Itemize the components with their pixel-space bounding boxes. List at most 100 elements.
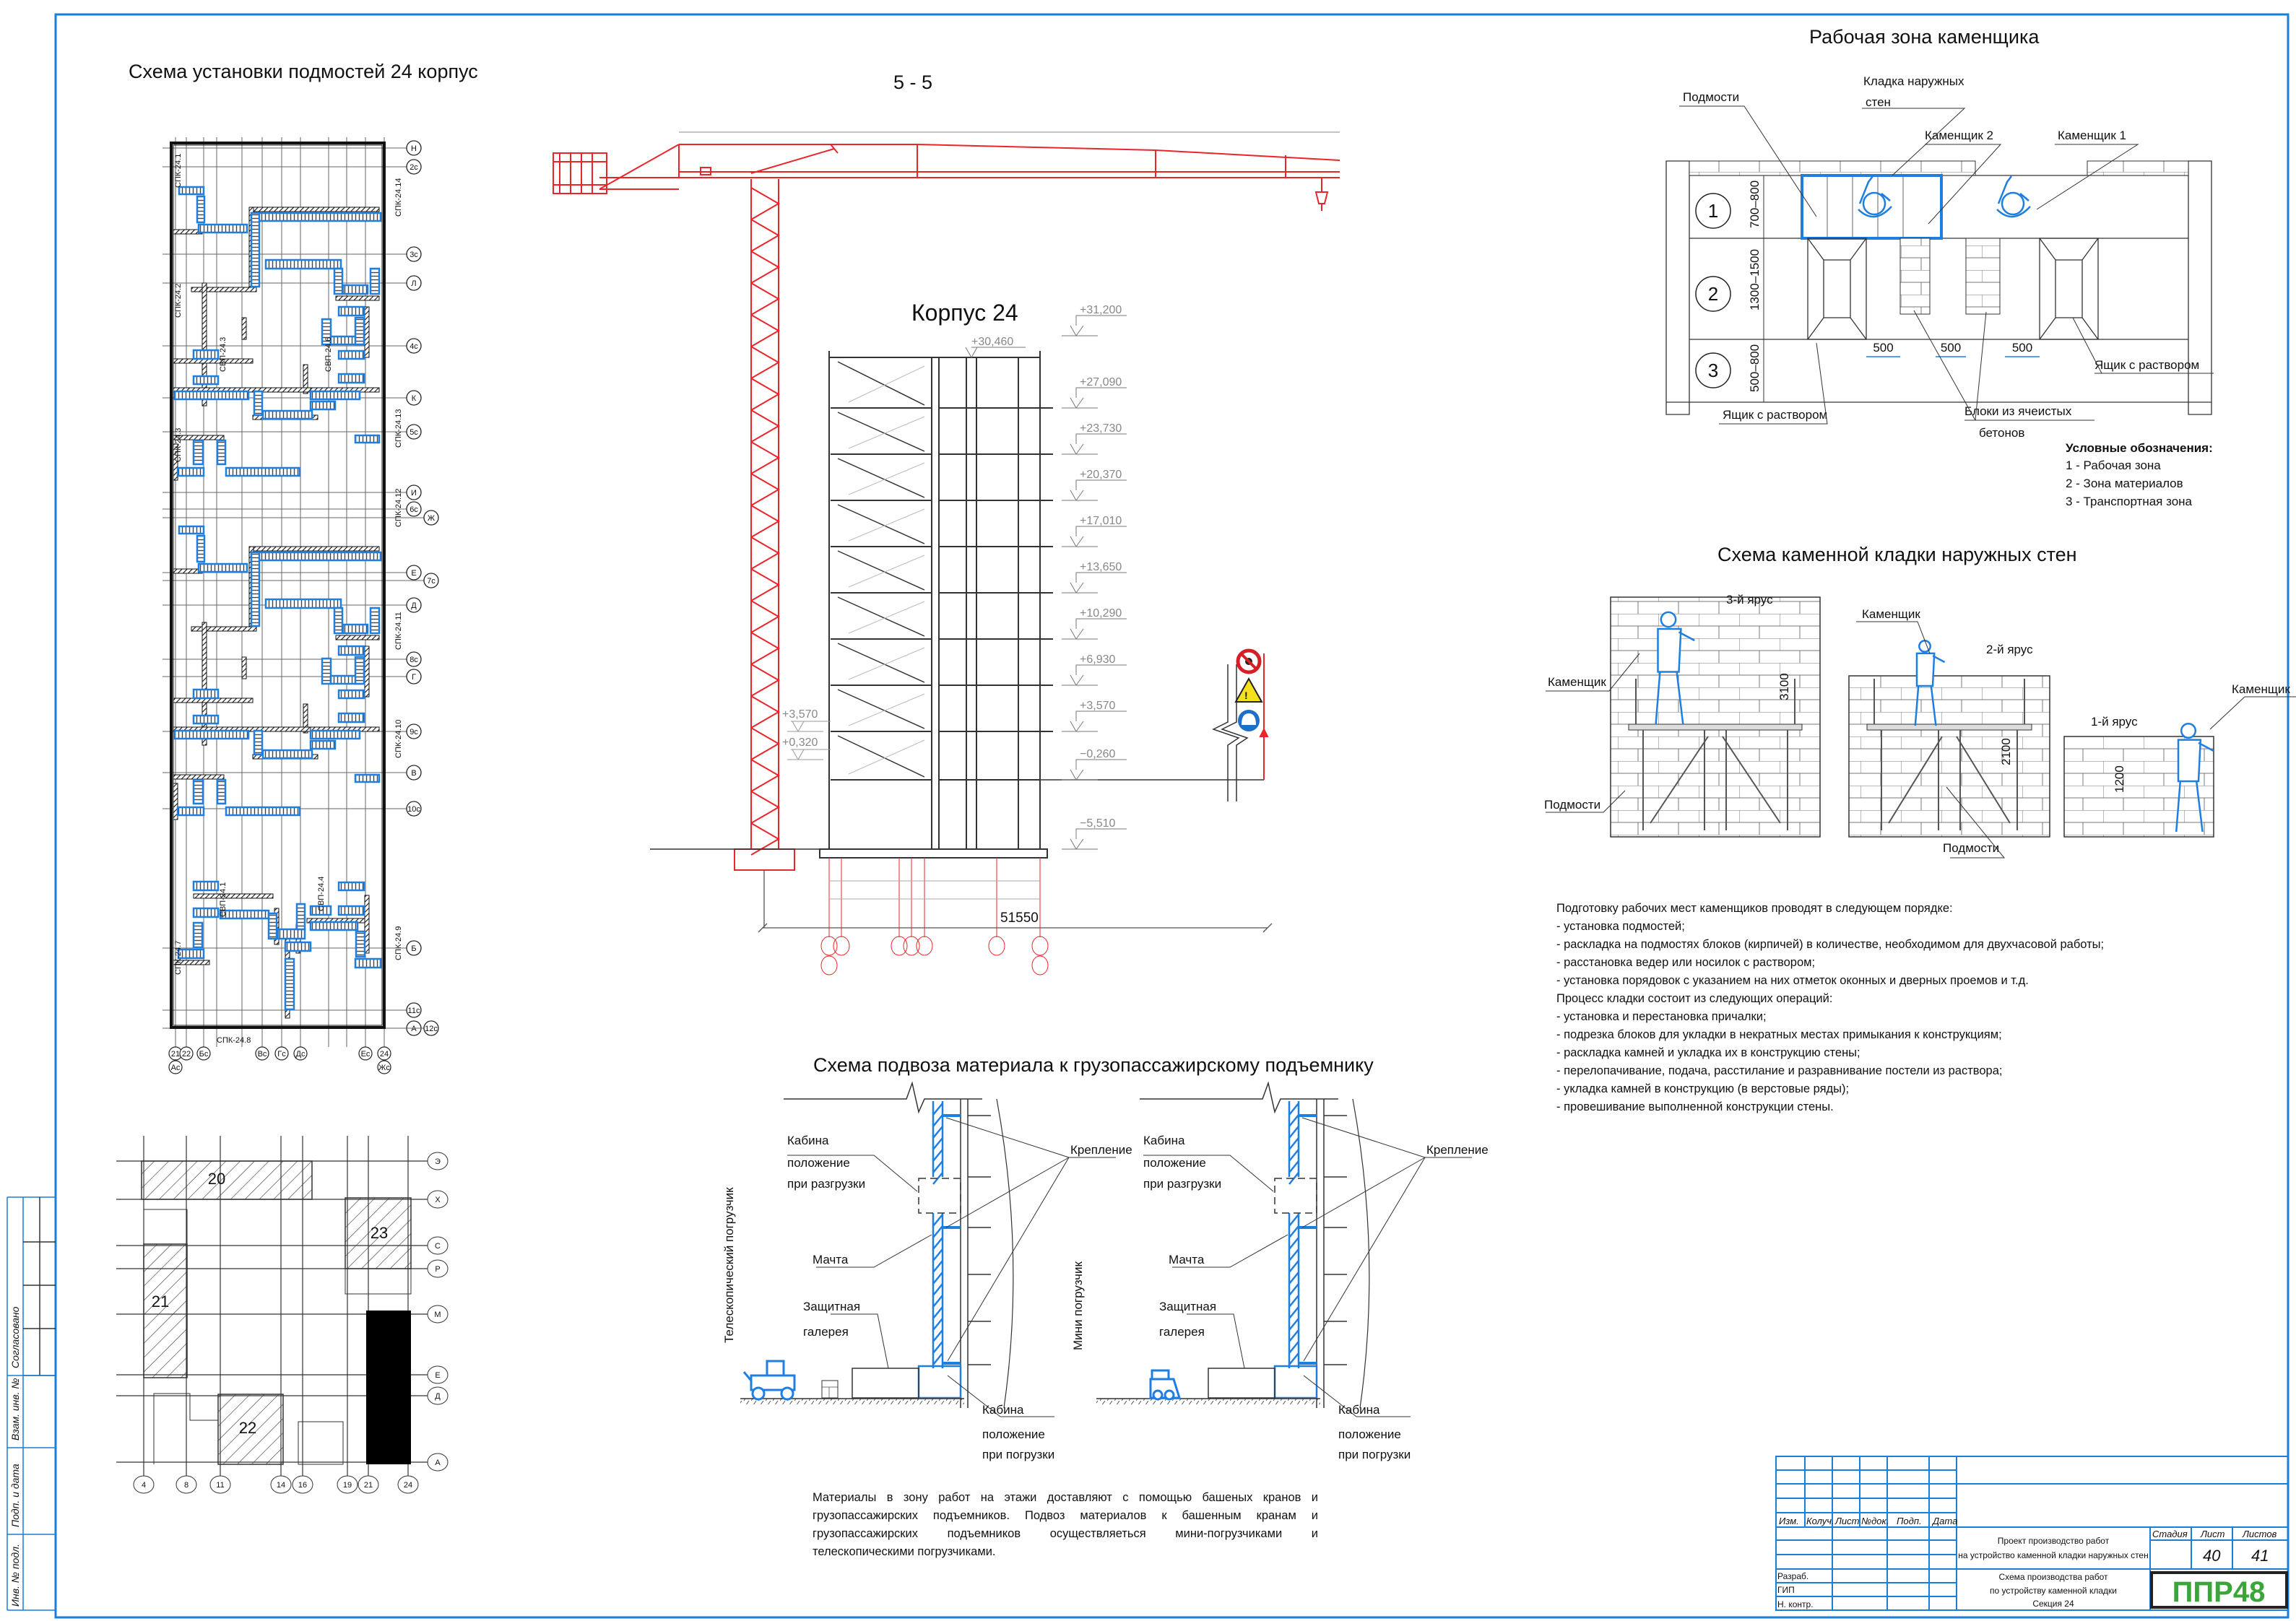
scaffold-section: [337, 689, 365, 700]
row-label: Д: [435, 1392, 441, 1401]
interior-wall: [202, 622, 207, 746]
fence-line: [1259, 653, 1269, 780]
project-title-1: Проект производство работ: [1998, 1536, 2110, 1546]
scaffold-section: [192, 349, 220, 360]
cabin-unloading-position: [1274, 1178, 1317, 1214]
lift-label: положение: [1338, 1427, 1401, 1441]
axis-bubble: [358, 1475, 379, 1494]
stair-flight: [837, 458, 925, 498]
column-label: 24: [404, 1481, 412, 1490]
axis-bubble: [1031, 936, 1049, 956]
scaffold-section: [354, 434, 381, 444]
axis-marker: 2с: [406, 159, 422, 175]
panel-label: СПК-24.2: [174, 284, 183, 318]
stage-label: Стадия: [2152, 1529, 2188, 1539]
row-label: Х: [435, 1196, 441, 1204]
scaffold-section: [253, 729, 264, 756]
axis-label: А: [411, 1025, 417, 1033]
axis-bubble: [427, 1305, 449, 1324]
axis-bubble: [270, 1475, 292, 1494]
stair-flight: [837, 596, 925, 637]
axis-bubble: [427, 1190, 449, 1209]
interior-wall: [303, 364, 308, 394]
stair-flight-back: [848, 416, 925, 449]
scaffold-section: [216, 439, 227, 466]
scaffold-section: [192, 439, 204, 466]
lift-scheme-title: Схема подвоза материала к грузопассажирс…: [813, 1054, 1374, 1076]
scaffold-section: [173, 390, 250, 401]
stair-flight-back: [848, 555, 925, 588]
work-zone-title: Рабочая зона каменщика: [1809, 26, 2040, 48]
axis-label: Ас: [171, 1064, 181, 1072]
scaffold-section: [192, 880, 220, 892]
scaffold-section: [295, 903, 306, 931]
mortar-box: [1807, 238, 1867, 340]
counterweight-blocks: [553, 153, 607, 194]
warning-triangle-icon: !: [1234, 677, 1263, 703]
stair-flight-back: [848, 462, 925, 495]
building-block: [143, 1243, 188, 1378]
work-zone-label: стен: [1866, 95, 1891, 109]
interior-wall: [364, 646, 370, 697]
interior-wall: [250, 207, 380, 212]
axis-label: Бс: [199, 1050, 209, 1059]
axis-label: 21: [171, 1050, 180, 1059]
axis-marker: Л: [406, 275, 422, 291]
scaffold-section: [216, 778, 227, 805]
elevation-label: +6,930: [1080, 653, 1115, 666]
sheet-number: 40: [2203, 1547, 2221, 1565]
elevation-label: +3,570: [782, 708, 818, 721]
column-label: 8: [184, 1481, 189, 1490]
panel-label: СПК-24.9: [394, 926, 403, 960]
stair-flight-back: [848, 508, 925, 542]
axis-bubble: [427, 1236, 449, 1255]
sheet-title-3: Секция 24: [2032, 1599, 2074, 1609]
scaffold-section: [355, 930, 366, 958]
mason-label: Каменщик: [1548, 675, 1606, 689]
mason-label: Каменщик: [2232, 682, 2290, 696]
panel-label: СПК-24.13: [394, 409, 403, 448]
interior-wall: [191, 287, 257, 292]
building-wall: [1316, 1099, 1347, 1408]
zone-number-circle: [1695, 193, 1731, 229]
scaffold-section: [354, 316, 365, 346]
overall-dimension: 51550: [1000, 911, 1039, 926]
mason-figure-icon: [1655, 611, 1695, 725]
panel-label: СПК-24.1: [174, 154, 183, 188]
procedure-line: - провешивание выполненной конструкции с…: [1556, 1100, 1834, 1113]
procedure-line: - подрезка блоков для укладки в некратны…: [1556, 1028, 2002, 1041]
procedure-line: - раскладка на подмостях блоков (кирпиче…: [1556, 938, 2105, 951]
axis-label: 3с: [410, 251, 418, 259]
crane-jib-top-chord: [679, 144, 1340, 161]
axis-label: Гс: [277, 1050, 286, 1059]
lift-label: при погрузки: [982, 1448, 1054, 1461]
gap-dimension: 500: [1873, 341, 1893, 355]
axis-marker: 6с: [406, 501, 422, 517]
gap-dimension: 500: [1941, 341, 1961, 355]
outer-wall-masonry: [2087, 160, 2189, 176]
axis-marker: [274, 1046, 289, 1061]
elevation-marker: [1062, 664, 1127, 686]
role-norm-control: Н. контр.: [1777, 1599, 1814, 1609]
axis-bubble: [820, 955, 838, 975]
lift-note-text: Материалы в зону работ на этажи доставля…: [813, 1491, 1318, 1558]
scaffold-section: [261, 409, 313, 420]
aerated-concrete-blocks: [1965, 238, 2001, 315]
scaffold-platform: [1628, 723, 1803, 731]
panel-label: СПК-24.10: [394, 720, 403, 758]
elevation-marker: [965, 347, 1026, 358]
overall-dimension-line: [758, 870, 1273, 933]
cabin-loading-position: [917, 1365, 962, 1399]
tower-crane: [553, 131, 1340, 871]
work-zone-label: Ящик с раствором: [1723, 408, 1827, 422]
gap-dimension: 500: [2012, 341, 2032, 355]
scaffold-section: [250, 551, 382, 562]
header-sign: Подп.: [1897, 1516, 1922, 1526]
crane-hook: [1314, 178, 1329, 211]
lift-label: Кабина: [982, 1403, 1024, 1417]
scaffold-section: [264, 598, 342, 609]
